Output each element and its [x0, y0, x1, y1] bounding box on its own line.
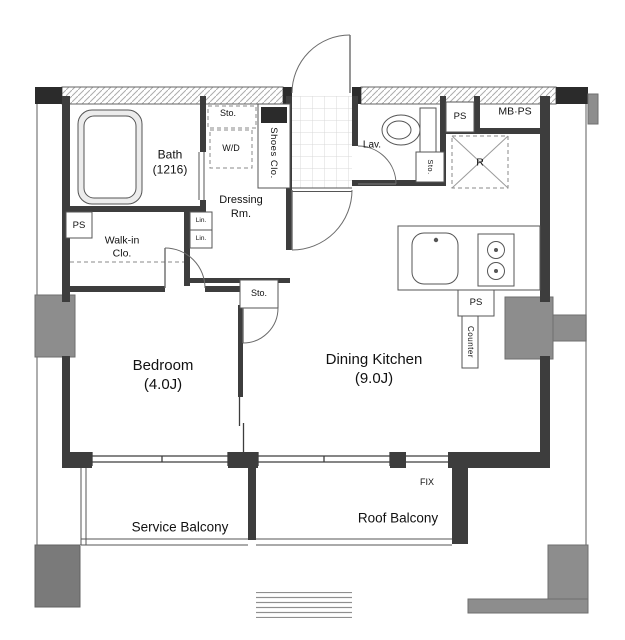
fix-window-label: FIX: [419, 477, 435, 488]
walkin-door-swing: [164, 247, 206, 289]
shoes-closet-label: Shoes Clo.: [268, 127, 280, 179]
walkin-line2: Clo.: [112, 248, 132, 260]
bedroom-label: Bedroom (4.0J): [133, 356, 194, 394]
lavatory-label: Lav.: [362, 139, 382, 151]
bedroom-sliding-door: [238, 397, 245, 452]
lavatory-door-swing: [357, 145, 397, 185]
storage-center-box: [239, 279, 279, 309]
entrance-door-swing: [291, 34, 351, 94]
service-balcony-label: Service Balcony: [131, 519, 229, 535]
dining-kitchen-name: Dining Kitchen: [325, 350, 423, 368]
storage-top-label: Sto.: [219, 108, 237, 119]
refrigerator-label: R: [476, 156, 484, 169]
bath-size: (1216): [152, 163, 188, 177]
door-swings: [164, 34, 397, 344]
dressing-room-label: Dressing Rm.: [219, 193, 262, 221]
balcony-rails: [80, 468, 452, 546]
walkin-line1: Walk-in: [104, 234, 140, 247]
stove-icon: [477, 233, 515, 287]
common-stair-hatch: [256, 592, 352, 618]
storage-boxes: [65, 101, 495, 369]
toilet-icon: [381, 107, 437, 153]
dining-kitchen-label: Dining Kitchen (9.0J): [326, 350, 423, 388]
ps-left-box: [65, 211, 93, 239]
top-wall-band: [35, 86, 599, 125]
structural-columns: [34, 294, 589, 614]
bath-label: Bath (1216): [153, 148, 188, 179]
windows: [91, 452, 448, 466]
storage-lav-label: Sto.: [425, 159, 435, 175]
bedroom-size: (4.0J): [143, 376, 183, 393]
storage-center-label: Sto.: [250, 288, 268, 299]
mb-ps-label: MB·PS: [498, 105, 532, 118]
dining-kitchen-size: (9.0J): [354, 370, 394, 387]
ps-top-box: [445, 101, 475, 133]
storage-lav-box: [415, 151, 445, 183]
bath-name: Bath: [157, 147, 183, 162]
linen-label-2: Lin.: [195, 234, 207, 242]
ps-right-label: PS: [469, 296, 483, 308]
washer-dryer-label: W/D: [222, 143, 240, 154]
entrance-floor: [292, 96, 352, 192]
dressing-line2: Rm.: [230, 208, 252, 220]
refrigerator-box: [451, 135, 509, 189]
bathtub-icon: [77, 109, 143, 205]
dressing-line1: Dressing: [219, 193, 263, 206]
outer-walls: [62, 96, 550, 544]
counter-label: Counter: [466, 326, 476, 358]
hall-door-swing: [291, 189, 353, 251]
counter-strip: [461, 315, 479, 369]
ps-right-box: [457, 289, 495, 317]
roof-balcony-label: Roof Balcony: [357, 510, 439, 526]
washer-dryer-dashed: [209, 129, 253, 169]
walkin-closet-label: Walk-in Clo.: [105, 235, 140, 262]
ps-top-label: PS: [453, 110, 467, 122]
ps-left-label: PS: [72, 219, 86, 231]
storage-door-swing: [242, 307, 279, 344]
linen-label-1: Lin.: [195, 216, 207, 224]
sink-icon: [411, 232, 459, 285]
linen-box-2: [189, 229, 213, 249]
kitchen-counter: [397, 225, 541, 291]
bedroom-name: Bedroom: [132, 356, 194, 374]
storage-top-dashed: [207, 105, 257, 129]
bath-door: [198, 152, 205, 200]
